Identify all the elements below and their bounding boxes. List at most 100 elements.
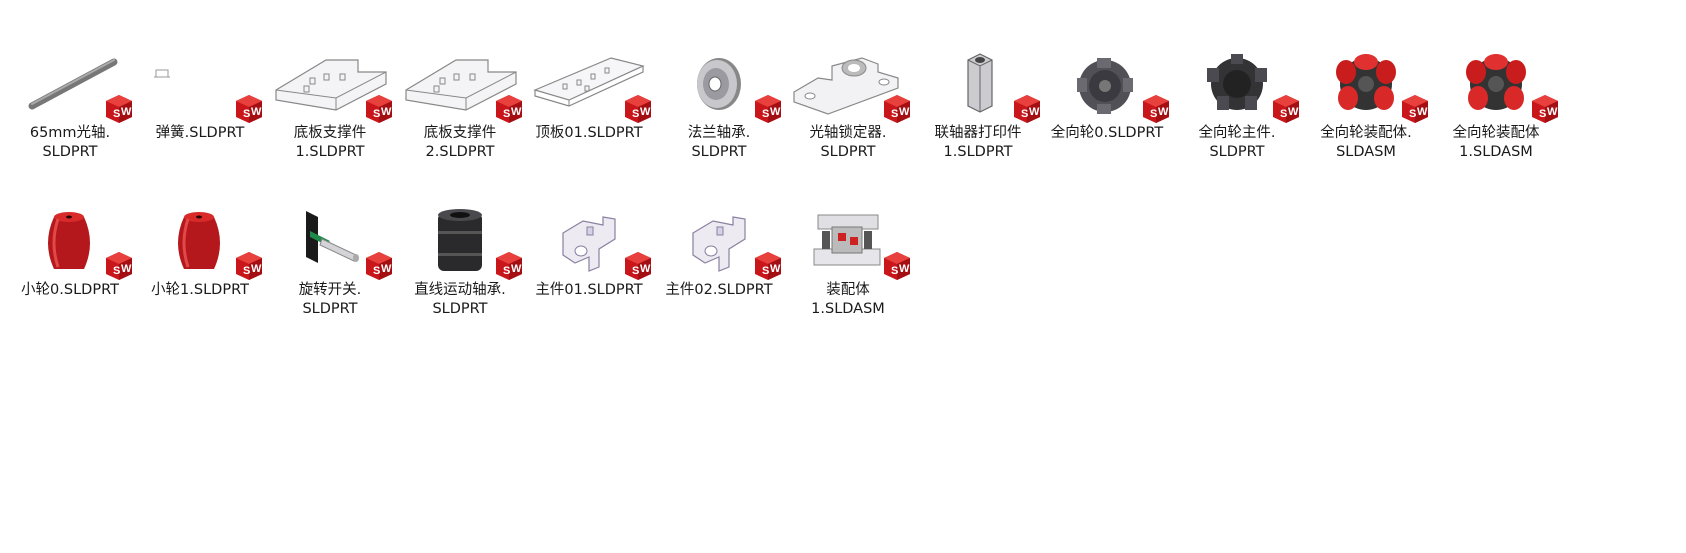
spring-model-icon — [154, 69, 170, 78]
file-name-line1: 直线运动轴承. — [414, 282, 506, 298]
file-name-line2: SLDPRT — [820, 144, 876, 160]
svg-text:W: W — [1547, 106, 1558, 118]
file-name-label: 65mm光轴.SLDPRT — [1, 124, 139, 162]
svg-text:W: W — [899, 106, 910, 118]
linear-bearing-model-icon — [438, 209, 482, 271]
bracket-model-icon — [692, 216, 746, 272]
svg-text:W: W — [251, 106, 262, 118]
svg-text:W: W — [251, 263, 262, 275]
omni-wheel-assembly-model-icon — [1466, 54, 1526, 110]
file-name-label: 主件01.SLDPRT — [520, 281, 658, 300]
svg-text:W: W — [1158, 106, 1169, 118]
svg-text:W: W — [1288, 106, 1299, 118]
roller-model-icon — [48, 212, 90, 269]
svg-text:W: W — [381, 263, 392, 275]
svg-text:S: S — [503, 108, 510, 120]
svg-text:S: S — [762, 265, 769, 277]
file-name-line1: 联轴器打印件 — [934, 125, 1022, 141]
svg-text:S: S — [1409, 108, 1416, 120]
svg-text:W: W — [1417, 106, 1428, 118]
file-name-line1: 全向轮0.SLDPRT — [1050, 125, 1164, 141]
omni-wheel-assembly-model-icon — [1336, 54, 1396, 110]
file-name-label: 全向轮装配体.SLDASM — [1297, 124, 1435, 162]
svg-text:W: W — [121, 263, 132, 275]
svg-text:S: S — [1280, 108, 1287, 120]
file-name-line1: 旋转开关. — [298, 282, 362, 298]
rotary-switch-model-icon — [306, 211, 359, 263]
file-name-line1: 全向轮装配体 — [1452, 125, 1540, 141]
file-name-line2: SLDPRT — [432, 301, 488, 317]
svg-text:W: W — [511, 263, 522, 275]
svg-text:S: S — [1021, 108, 1028, 120]
file-name-label: 顶板01.SLDPRT — [520, 124, 658, 143]
top-plate-model-icon — [533, 57, 645, 107]
shaft-lock-model-icon — [793, 57, 899, 115]
file-name-line1: 装配体 — [826, 282, 870, 298]
base-plate-support-model-icon — [275, 59, 387, 111]
svg-text:S: S — [113, 108, 120, 120]
file-name-label: 联轴器打印件 1.SLDPRT — [909, 124, 1047, 162]
svg-text:W: W — [381, 106, 392, 118]
file-name-label: 小轮0.SLDPRT — [1, 281, 139, 300]
file-name-line1: 全向轮主件. — [1198, 125, 1276, 141]
file-name-line2: 1.SLDPRT — [943, 144, 1013, 160]
file-name-line1: 弹簧.SLDPRT — [155, 125, 245, 141]
svg-text:S: S — [503, 265, 510, 277]
svg-text:S: S — [1539, 108, 1546, 120]
file-name-line1: 65mm光轴. — [29, 125, 111, 141]
shaft-model-icon — [28, 58, 118, 110]
file-name-line2: SLDPRT — [302, 301, 358, 317]
file-name-label: 全向轮主件.SLDPRT — [1168, 124, 1306, 162]
file-name-line1: 法兰轴承. — [687, 125, 751, 141]
file-name-line2: 1.SLDPRT — [295, 144, 365, 160]
coupling-model-icon — [967, 53, 993, 113]
file-name-line1: 小轮1.SLDPRT — [151, 282, 249, 298]
